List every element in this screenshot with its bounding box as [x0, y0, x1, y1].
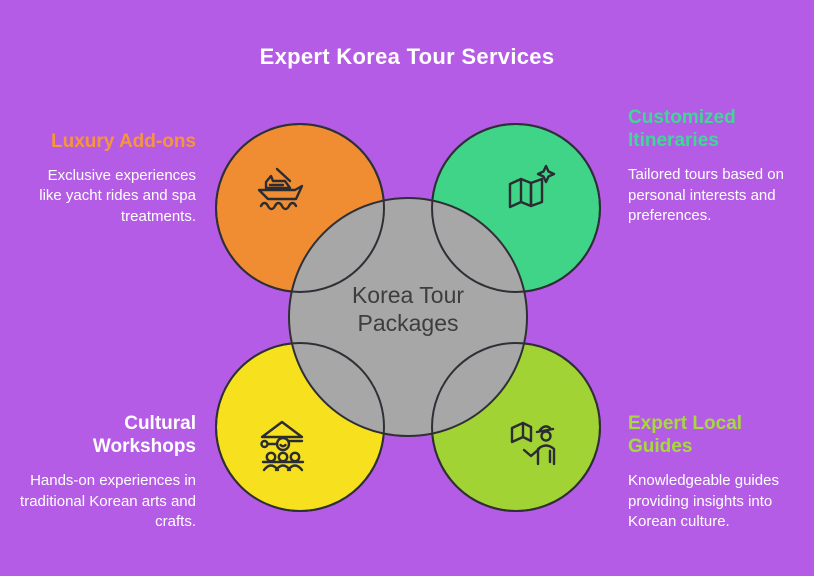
center-circle	[288, 197, 528, 437]
cultural-workshops-text: Cultural Workshops Hands-on experiences …	[16, 412, 196, 532]
map-sparkle-icon	[508, 164, 556, 209]
overlap-arcs	[215, 123, 601, 512]
expert-local-guides-description: Knowledgeable guides providing insights …	[628, 472, 779, 530]
customized-itineraries-text: Customized Itineraries Tailored tours ba…	[628, 106, 806, 226]
yacht-icon	[257, 167, 304, 211]
page-title: Expert Korea Tour Services	[259, 44, 555, 69]
tour-guide-icon	[510, 421, 556, 466]
expert-local-guides-heading: Expert Local Guides	[628, 413, 743, 458]
luxury-add-ons-description: Exclusive experiences like yacht rides a…	[39, 167, 196, 225]
expert-local-guides-text: Expert Local Guides Knowledgeable guides…	[628, 412, 813, 532]
customized-itineraries-heading: Customized Itineraries	[628, 107, 736, 152]
workshop-people-icon	[260, 420, 305, 472]
luxury-add-ons-heading: Luxury Add-ons	[51, 131, 196, 152]
luxury-add-ons-text: Luxury Add-ons Exclusive experiences lik…	[18, 130, 196, 227]
cultural-workshops-description: Hands-on experiences in traditional Kore…	[20, 472, 196, 530]
cultural-workshops-heading: Cultural Workshops	[92, 413, 196, 458]
customized-itineraries-description: Tailored tours based on personal interes…	[628, 166, 784, 224]
center-circle-label: Korea Tour Packages	[351, 282, 465, 336]
